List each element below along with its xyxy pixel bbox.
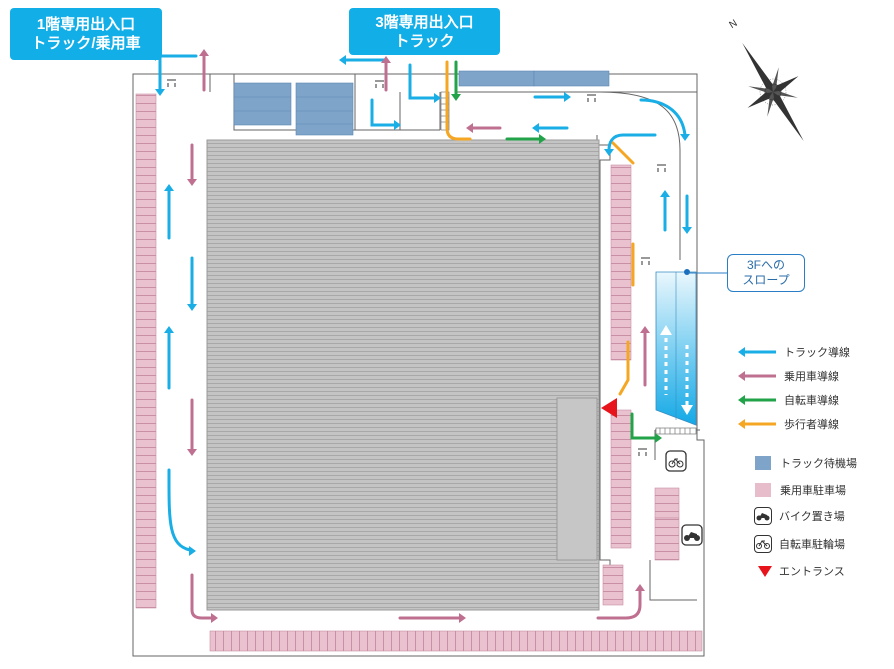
- truck-waiting-swatch: [755, 456, 771, 470]
- car-routes: [190, 53, 647, 620]
- gate-icons: [167, 79, 666, 456]
- entrance-marker: [601, 398, 617, 418]
- legend-entrance: エントランス: [757, 561, 845, 581]
- legend-pedestrian-route: 歩行者導線: [780, 414, 839, 434]
- legend-truck-waiting: トラック待機場: [755, 453, 857, 473]
- compass-north-label: N: [727, 18, 739, 31]
- legend-motorcycle: バイク置き場: [754, 506, 845, 526]
- slope-label-line2: スロープ: [742, 273, 790, 287]
- bicycle-routes: [454, 60, 658, 440]
- legend-pedestrian-route-label: 歩行者導線: [784, 419, 839, 431]
- stairs: [440, 91, 697, 435]
- callout-floor3-line2: トラック: [394, 33, 455, 50]
- callout-floor3-line1: 3階専用出入口: [375, 14, 474, 31]
- slope-leader-line: [688, 272, 728, 274]
- legend-car-route-label: 乗用車導線: [784, 371, 839, 383]
- legend-car-route: 乗用車導線: [780, 366, 839, 386]
- pedestrian-routes: [445, 60, 635, 396]
- bicycle-parking-icon: [665, 450, 687, 472]
- legend-car-parking-label: 乗用車駐車場: [780, 485, 846, 497]
- car-route-arrowheads: [187, 49, 650, 623]
- entrance-triangle-icon: [758, 566, 772, 577]
- slope-label: 3Fへの スロープ: [727, 254, 805, 292]
- callout-floor1-line2: トラック/乗用車: [31, 35, 141, 52]
- legend-arrows: [738, 347, 776, 429]
- legend-truck-waiting-label: トラック待機場: [780, 458, 857, 470]
- car-parking-swatch: [755, 483, 771, 497]
- legend-bicycle-parking-label: 自転車駐輪場: [779, 539, 845, 551]
- slope-label-line1: 3Fへの: [746, 258, 785, 272]
- legend-truck-route-label: トラック導線: [784, 347, 850, 359]
- legend-entrance-label: エントランス: [779, 566, 845, 578]
- warehouse-building: [206, 139, 600, 611]
- slope-ramp: [655, 269, 697, 426]
- compass-rose: [742, 42, 804, 142]
- bicycle-route-arrowheads: [451, 94, 662, 443]
- truck-routes: [158, 54, 689, 552]
- bicycle-icon: [754, 535, 772, 553]
- legend-bicycle-route: 自転車導線: [780, 390, 839, 410]
- car-parking-area: [135, 93, 703, 652]
- motorcycle-parking-icon: [681, 524, 703, 546]
- legend-car-parking: 乗用車駐車場: [755, 480, 846, 500]
- legend-truck-route: トラック導線: [780, 342, 850, 362]
- legend-bicycle-route-label: 自転車導線: [784, 395, 839, 407]
- truck-route-arrowheads: [150, 51, 692, 556]
- legend-motorcycle-label: バイク置き場: [779, 511, 845, 523]
- callout-floor3-entrance: 3階専用出入口 トラック: [349, 8, 500, 55]
- office-block: [556, 397, 598, 561]
- truck-waiting-area: [233, 70, 610, 136]
- callout-floor1-line1: 1階専用出入口: [36, 16, 136, 33]
- motorcycle-icon: [754, 507, 772, 525]
- legend-bicycle-parking: 自転車駐輪場: [754, 534, 845, 554]
- callout-floor1-entrance: 1階専用出入口 トラック/乗用車: [10, 8, 162, 60]
